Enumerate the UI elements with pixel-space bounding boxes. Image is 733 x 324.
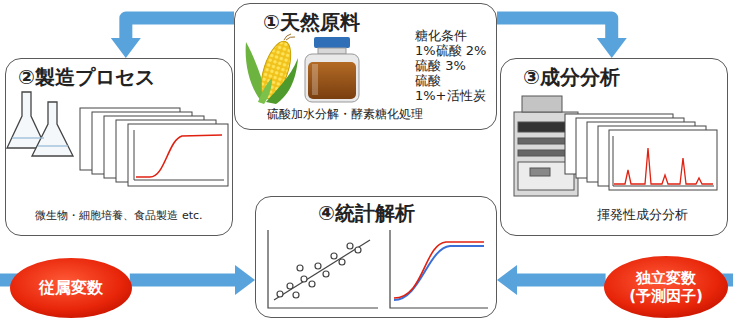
growth-curve-plot [390, 230, 488, 308]
sample-bottle [305, 54, 359, 102]
process-box: ③成分分析揮発性成分分析 [500, 58, 728, 236]
scatter-plot [315, 263, 321, 269]
scatter-plot [355, 247, 361, 253]
growth-curve-plot [394, 242, 484, 298]
node-title: ④統計解析 [318, 201, 415, 225]
sample-bottle [308, 62, 356, 99]
node-text: 硫酸加水分解・酵素糖化処理 [245, 107, 445, 121]
scatter-plot [301, 276, 307, 282]
scatter-plot [293, 292, 299, 298]
flask-illustration [7, 92, 73, 156]
node-text: 糖化条件 1%硫酸 2%硫酸 3%硫酸 1%+活性炭 [415, 28, 488, 103]
flow-arrow [126, 18, 234, 38]
ellipse-fill [604, 256, 728, 318]
flow-arrow [130, 274, 235, 287]
node-title: ②製造プロセス [18, 65, 155, 89]
ellipse-fill [10, 258, 132, 318]
flask-illustration [32, 102, 73, 156]
sample-bottle [314, 37, 350, 48]
growth-chart-card [80, 108, 228, 186]
process-box: ①天然原料糖化条件 1%硫酸 2%硫酸 3%硫酸 1%+活性炭硫酸加水分解・酵素… [234, 3, 497, 130]
scatter-plot [277, 243, 361, 298]
process-box: ②製造プロセス微生物・細胞培養、食品製造 etc. [5, 58, 233, 236]
growth-curve-plot [394, 246, 484, 300]
chromatogram-card [565, 114, 717, 190]
scatter-plot [339, 259, 345, 265]
flask-illustration [12, 137, 44, 138]
growth-chart-card [134, 130, 224, 180]
scatter-plot [323, 271, 329, 277]
scatter-plot [331, 253, 337, 259]
variable-ellipse: 従属変数 [10, 258, 132, 318]
scatter-plot [274, 240, 370, 300]
chromatogram-card [609, 130, 717, 190]
growth-chart-card [128, 124, 228, 186]
flask-illustration [38, 145, 68, 146]
scatter-plot [268, 230, 378, 308]
flow-arrow [517, 274, 606, 287]
node-text: 独立変数 (予測因子) [625, 269, 708, 305]
node-text: 従属変数 [39, 278, 103, 297]
chromatogram-card [613, 136, 714, 186]
sample-bottle [305, 37, 359, 102]
growth-chart-card [136, 135, 222, 177]
sample-bottle [318, 48, 346, 54]
node-title: ①天然原料 [263, 10, 360, 34]
growth-curve-plot [390, 230, 488, 308]
corn-illustration [284, 34, 295, 40]
scatter-plot [268, 230, 378, 308]
process-box: ④統計解析 [255, 196, 497, 318]
variable-ellipse: 独立変数 (予測因子) [604, 256, 728, 318]
corn-illustration [246, 34, 298, 104]
gc-ms-instrument [522, 96, 562, 112]
scatter-plot [309, 281, 315, 287]
scatter-plot [297, 265, 303, 271]
scatter-plot [287, 283, 293, 289]
chromatogram-card [614, 148, 713, 184]
node-title: ③成分分析 [523, 65, 620, 89]
flow-arrow [497, 18, 612, 38]
node-text: 揮発性成分分析 [597, 207, 688, 223]
scatter-plot [347, 243, 353, 249]
sample-bottle [312, 64, 318, 95]
gc-ms-instrument [530, 168, 550, 176]
scatter-plot [277, 291, 283, 297]
node-text: 微生物・細胞培養、食品製造 etc. [12, 209, 226, 222]
corn-illustration [258, 78, 272, 104]
